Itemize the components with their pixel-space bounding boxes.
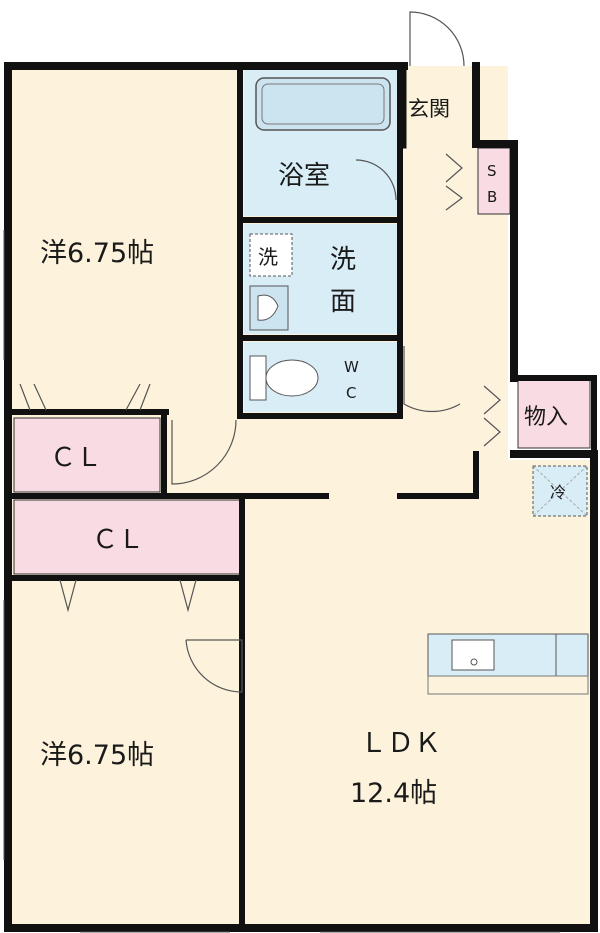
windows (3, 230, 560, 933)
closet-top-label: ＣＬ (50, 443, 102, 473)
room-label-washroom-1: 洗 (330, 245, 356, 275)
floor-entrance (404, 66, 476, 148)
bathtub-icon (255, 77, 391, 131)
washer-icon (249, 233, 293, 277)
washer-label: 洗 (258, 245, 278, 269)
kitchen-counter-icon (427, 633, 589, 695)
shoe-box-label-1: S (487, 162, 497, 180)
room-size-ldk: 12.4帖 (350, 778, 437, 809)
closets (13, 147, 591, 575)
closet-top-area (13, 417, 161, 493)
room-label-washroom-2: 面 (330, 287, 356, 317)
storage-area (517, 377, 591, 449)
room-label-wc-1: W (344, 358, 359, 376)
room-label-western-bottom: 洋6.75帖 (40, 740, 154, 771)
closet-bottom-area (13, 499, 241, 575)
room-label-ldk: ＬＤＫ (360, 728, 441, 759)
wash-basin-icon (249, 285, 289, 331)
walls (4, 62, 598, 932)
room-label-wc-2: C (346, 384, 356, 402)
doors (19, 11, 501, 693)
shoe-box-label-2: B (487, 188, 497, 206)
fridge-label: 冷 (550, 483, 566, 502)
closet-bottom-label: ＣＬ (92, 525, 144, 555)
room-label-entrance: 玄関 (408, 97, 450, 121)
room-label-bath: 浴室 (278, 161, 330, 191)
room-label-storage: 物入 (524, 405, 568, 430)
toilet-icon (249, 355, 319, 401)
room-label-western-top: 洋6.75帖 (40, 238, 154, 269)
